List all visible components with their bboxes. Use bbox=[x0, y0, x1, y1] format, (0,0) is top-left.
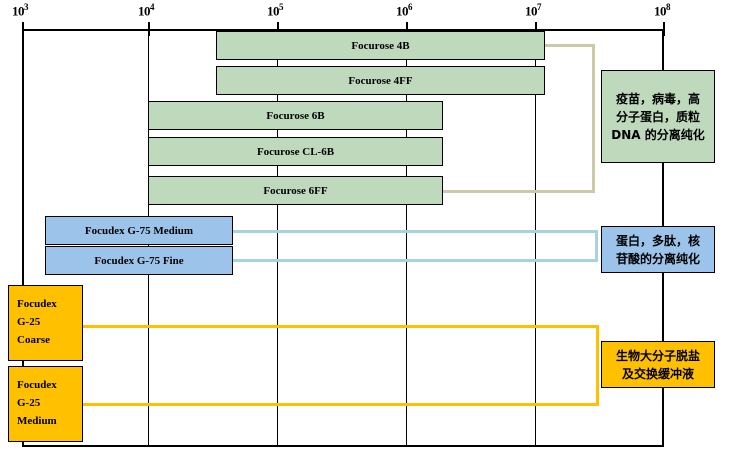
connector-yellow-top bbox=[83, 325, 599, 328]
bar-focurose-4b[interactable]: Focurose 4B bbox=[216, 31, 545, 60]
connector-yellow-bottom bbox=[83, 403, 599, 406]
axis-tick-label-1e3: 103 bbox=[12, 2, 29, 19]
axis-tick-label-1e8: 108 bbox=[654, 2, 671, 19]
annotation-line-1: 疫苗，病毒，高 bbox=[615, 91, 700, 106]
connector-blue-right bbox=[595, 230, 598, 260]
bar-focudex-g75-medium[interactable]: Focudex G-75 Medium bbox=[45, 216, 233, 245]
x-axis-line bbox=[22, 29, 664, 31]
annotation-dextran25-applications: 生物大分子脱盐 及交换缓冲液 bbox=[601, 341, 715, 388]
bar-focudex-g25-coarse[interactable]: Focudex G-25 Coarse bbox=[8, 285, 83, 361]
connector-green-bottom bbox=[443, 190, 595, 193]
bar-label-line-1: Focudex bbox=[17, 298, 57, 310]
bar-focurose-cl-6b[interactable]: Focurose CL-6B bbox=[148, 137, 443, 166]
connector-blue-bottom bbox=[233, 259, 598, 262]
bar-focurose-6b[interactable]: Focurose 6B bbox=[148, 101, 443, 130]
connector-yellow-right bbox=[596, 325, 599, 405]
bar-label-line-2: G-25 bbox=[17, 397, 41, 410]
bar-focurose-6ff[interactable]: Focurose 6FF bbox=[148, 176, 443, 205]
axis-tick-mark-1e8 bbox=[663, 22, 665, 36]
annotation-line-2: 及交换缓冲液 bbox=[621, 366, 694, 381]
gridline-1e5 bbox=[277, 31, 278, 447]
axis-tick-label-1e6: 106 bbox=[396, 2, 413, 19]
annotation-line-3: DNA 的分离纯化 bbox=[611, 127, 705, 142]
annotation-line-1: 蛋白，多肽，核 bbox=[615, 233, 700, 248]
annotation-line-1: 生物大分子脱盐 bbox=[615, 348, 700, 363]
annotation-line-2: 分子蛋白，质粒 bbox=[615, 109, 700, 124]
gridline-1e7 bbox=[535, 31, 536, 447]
axis-tick-label-1e7: 107 bbox=[525, 2, 542, 19]
axis-tick-label-1e4: 104 bbox=[138, 2, 155, 19]
connector-green-top bbox=[545, 44, 595, 47]
bar-label-line-3: Medium bbox=[17, 415, 57, 428]
connector-green-right bbox=[592, 44, 595, 192]
bar-focurose-4ff[interactable]: Focurose 4FF bbox=[216, 66, 545, 95]
bar-focudex-g75-fine[interactable]: Focudex G-75 Fine bbox=[45, 246, 233, 275]
axis-tick-label-1e5: 105 bbox=[267, 2, 284, 19]
bar-label-line-2: G-25 bbox=[17, 316, 41, 329]
bar-focudex-g25-medium[interactable]: Focudex G-25 Medium bbox=[8, 366, 83, 442]
bar-label-line-1: Focudex bbox=[17, 379, 57, 391]
gridline-1e6 bbox=[406, 31, 407, 447]
annotation-line-2: 苷酸的分离纯化 bbox=[615, 251, 700, 266]
connector-blue-top bbox=[233, 230, 598, 233]
annotation-agarose-applications: 疫苗，病毒，高 分子蛋白，质粒 DNA 的分离纯化 bbox=[601, 70, 715, 163]
bar-label-line-3: Coarse bbox=[17, 334, 50, 347]
annotation-dextran75-applications: 蛋白，多肽，核 苷酸的分离纯化 bbox=[601, 226, 715, 273]
